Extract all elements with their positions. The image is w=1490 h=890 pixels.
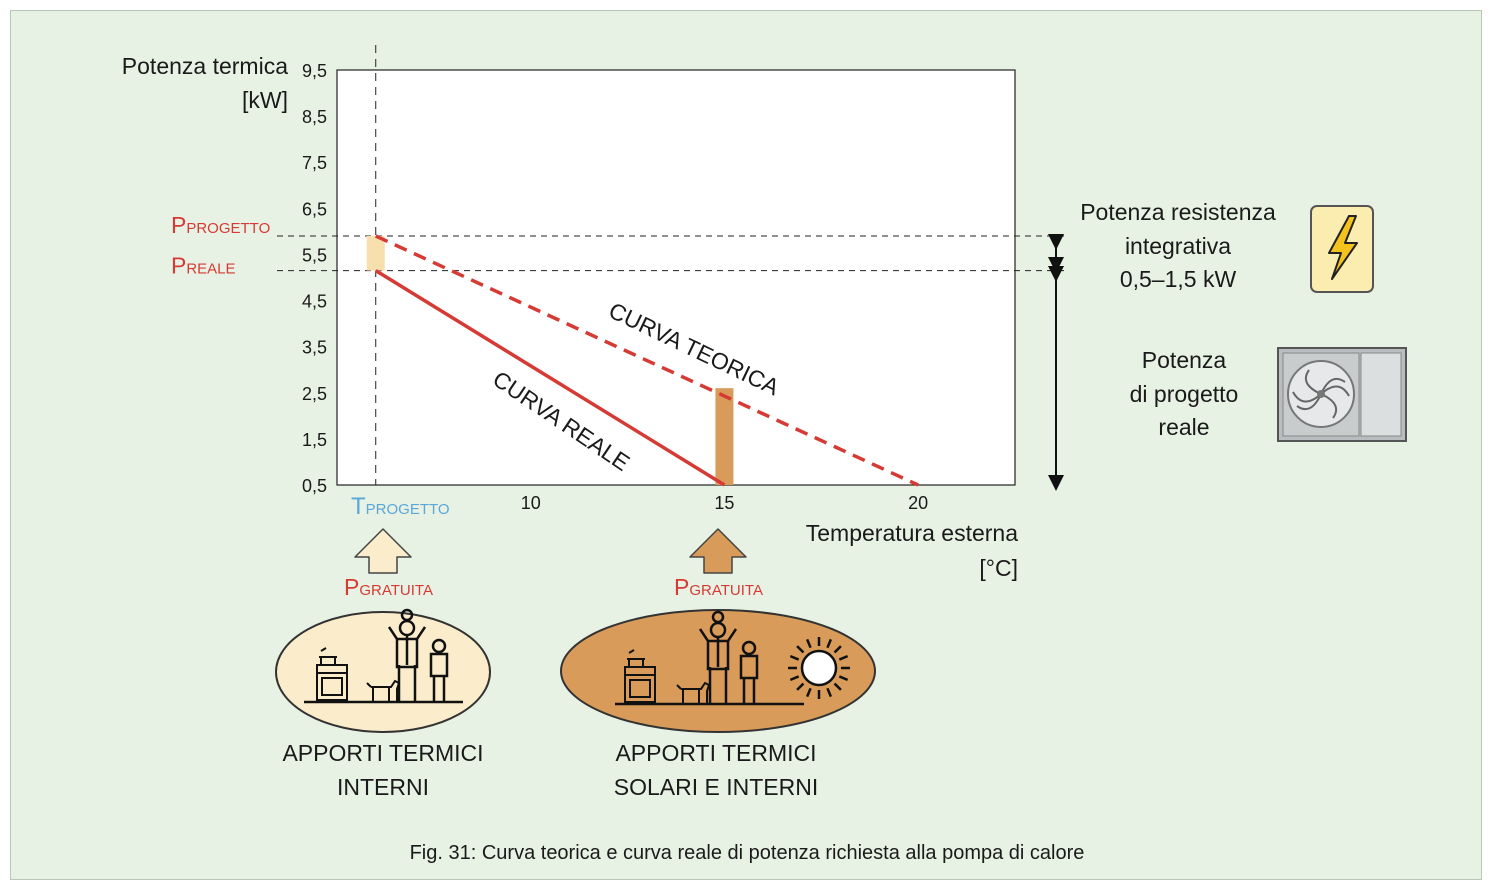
heat-pump-fan-icon [1277, 347, 1407, 442]
x-tick-label: 20 [908, 493, 928, 513]
lightning-icon [1310, 205, 1374, 293]
x-tick-labels: 10 15 20 [521, 493, 928, 513]
sun-ray [838, 675, 849, 682]
dog-icon [676, 681, 711, 703]
resistance-label-line3: 0,5–1,5 kW [1120, 266, 1237, 292]
family-icon [698, 610, 759, 703]
resistance-label-line1: Potenza resistenza [1080, 199, 1276, 225]
sun-ray [826, 687, 833, 698]
solar-p-gratuita-label: PGRATUITA [674, 574, 763, 600]
sun-icon [788, 637, 850, 699]
sun-ray [789, 654, 800, 661]
p-progetto-label: PPROGETTO [171, 212, 270, 238]
internal-gain-up-arrow [354, 528, 412, 574]
internal-gains-label-line1: APPORTI TERMICI [282, 740, 483, 766]
y-tick-label: 0,5 [302, 476, 327, 496]
y-axis-unit: [kW] [242, 87, 288, 113]
x-axis-unit: [°C] [979, 555, 1018, 581]
dog-icon [366, 679, 401, 701]
x-tick-label: 10 [521, 493, 541, 513]
y-tick-label: 9,5 [302, 61, 327, 81]
sun-ray [796, 682, 805, 691]
solar-gains-illustration [560, 609, 876, 733]
y-tick-label: 2,5 [302, 384, 327, 404]
x-axis-title: Temperatura esterna [806, 520, 1018, 546]
figure-caption: Fig. 31: Curva teorica e curva reale di … [410, 842, 1085, 864]
internal-gains-illustration [275, 608, 491, 733]
plot-area [336, 69, 1016, 486]
stove-icon [624, 649, 656, 703]
solar-gain-up-arrow [689, 528, 747, 574]
y-tick-labels: 9,5 8,5 7,5 6,5 5,5 4,5 3,5 2,5 1,5 0,5 [302, 61, 327, 496]
y-tick-label: 4,5 [302, 292, 327, 312]
sun-ray [833, 682, 842, 691]
internal-gains-label-line2: INTERNI [337, 774, 429, 800]
y-tick-label: 8,5 [302, 107, 327, 127]
t-progetto-label: TPROGETTO [351, 493, 450, 520]
internal-p-gratuita-label: PGRATUITA [344, 574, 433, 600]
free-gain-bar-solar [715, 388, 734, 485]
design-power-label-line3: reale [1158, 414, 1209, 440]
free-gain-bar-internal [366, 236, 385, 271]
y-axis-title: Potenza termica [122, 53, 288, 79]
resistance-label-line2: integrativa [1125, 233, 1231, 259]
y-tick-label: 6,5 [302, 199, 327, 219]
family-icon [387, 608, 449, 701]
design-power-label-line1: Potenza [1142, 347, 1227, 373]
sun-ray [789, 675, 800, 682]
curve-teorica-line [375, 234, 919, 487]
y-tick-label: 5,5 [302, 245, 327, 265]
sun-ray [805, 687, 812, 698]
stove-icon [316, 647, 348, 701]
y-tick-label: 3,5 [302, 338, 327, 358]
sun-ray [796, 645, 805, 654]
sun-ray [805, 638, 812, 649]
sun-ray [838, 654, 849, 661]
sun-ray [833, 645, 842, 654]
y-tick-label: 7,5 [302, 153, 327, 173]
solar-gains-label-line2: SOLARI E INTERNI [614, 774, 818, 800]
figure-svg: Potenza termica [kW] 9,5 8,5 7,5 6,5 5,5 4,5 3… [122, 45, 1407, 864]
solar-gains-label-line1: APPORTI TERMICI [615, 740, 816, 766]
y-tick-label: 1,5 [302, 430, 327, 450]
x-tick-label: 15 [714, 493, 734, 513]
p-reale-label: PREALE [171, 253, 236, 279]
sun-ray [826, 638, 833, 649]
figure-panel: Potenza termica [kW] 9,5 8,5 7,5 6,5 5,5 4,5 3… [10, 10, 1482, 880]
curve-reale-line [374, 269, 726, 487]
design-power-label-line2: di progetto [1130, 381, 1239, 407]
